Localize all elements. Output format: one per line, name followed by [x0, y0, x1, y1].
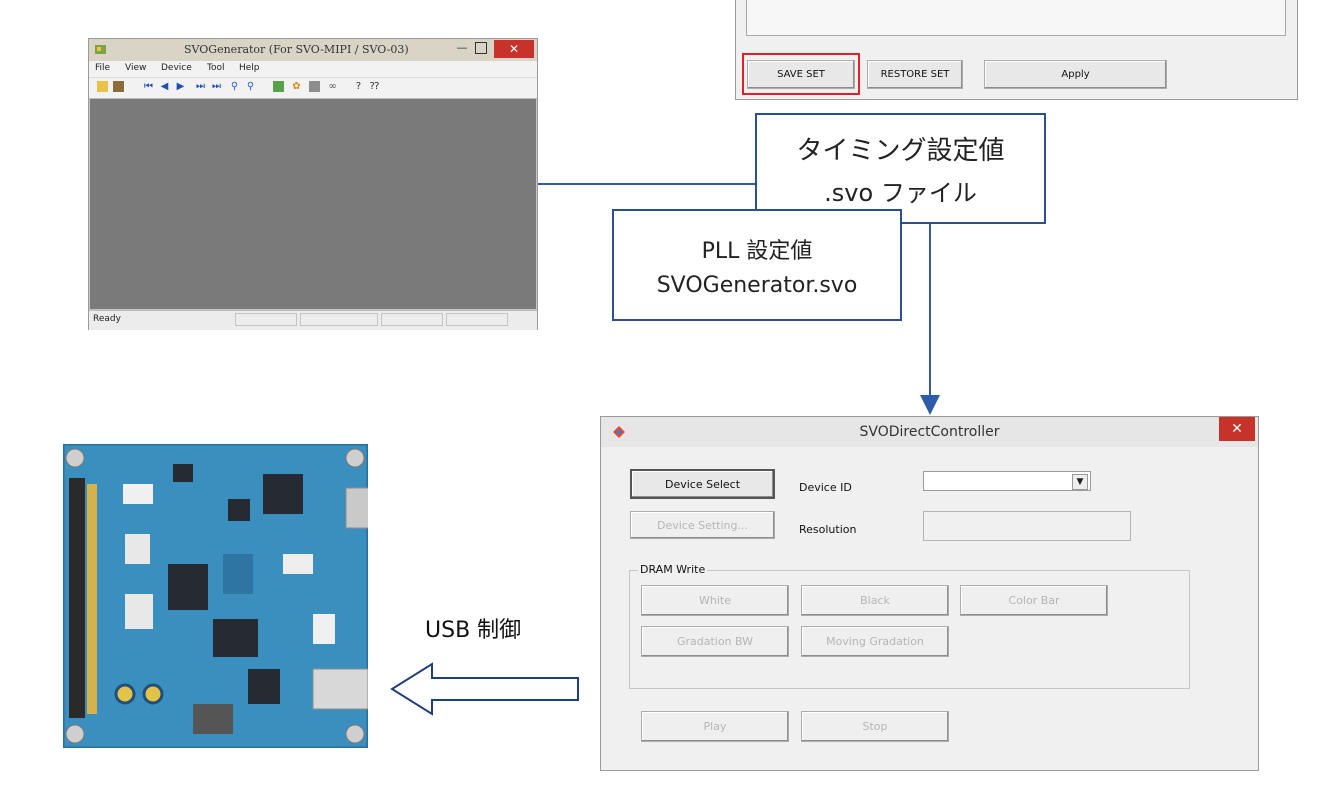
usb-control-arrow	[390, 662, 579, 716]
timing-callout-line2: .svo ファイル	[824, 178, 977, 207]
device-select-button[interactable]: Device Select	[630, 469, 775, 499]
pll-callout-line2: SVOGenerator.svo	[656, 272, 858, 298]
close-button[interactable]: ✕	[494, 40, 534, 58]
app-icon	[613, 426, 625, 438]
device-setting-button[interactable]: Device Setting...	[630, 511, 775, 539]
pll-callout: PLL 設定値 SVOGenerator.svo	[612, 209, 902, 321]
menu-help[interactable]: Help	[239, 63, 260, 73]
status-panel	[381, 313, 443, 326]
resolution-field	[923, 511, 1131, 541]
settings-panel	[746, 0, 1286, 36]
zoom-in-icon[interactable]: ⚲	[230, 81, 239, 92]
status-text: Ready	[93, 314, 121, 324]
timing-callout: タイミング設定値 .svo ファイル	[755, 113, 1046, 224]
svo-settings-window	[735, 0, 1298, 100]
dram-write-group: DRAM Write	[629, 563, 1190, 689]
status-bar: Ready	[89, 310, 537, 330]
status-panel	[300, 313, 378, 326]
link-icon[interactable]: ∞	[328, 81, 337, 92]
svogenerator-window: SVOGenerator (For SVO-MIPI / SVO-03) — ✕…	[88, 38, 538, 330]
settings-icon[interactable]: ✿	[292, 81, 301, 92]
save-set-button[interactable]: SAVE SET	[747, 60, 855, 89]
white-button[interactable]: White	[641, 585, 789, 616]
black-button[interactable]: Black	[801, 585, 949, 616]
color-bar-button[interactable]: Color Bar	[960, 585, 1108, 616]
dram-write-label: DRAM Write	[638, 563, 708, 576]
svo-board-image	[63, 444, 368, 748]
gradation-bw-button[interactable]: Gradation BW	[641, 626, 789, 657]
copy-icon[interactable]	[273, 81, 284, 92]
menu-file[interactable]: File	[95, 63, 111, 73]
stop-button[interactable]: Stop	[801, 711, 949, 742]
play-button[interactable]: Play	[641, 711, 789, 742]
next-icon[interactable]: ⏭	[196, 81, 205, 92]
toolbar: ⏮ ◀ ▶ ⏭ ⏭ ⚲ ⚲ ✿ ∞ ? ⁇	[89, 78, 537, 99]
save-set-highlight	[742, 53, 860, 95]
controller-title-bar[interactable]: SVODirectController ✕	[601, 417, 1258, 447]
play-icon[interactable]: ▶	[176, 81, 185, 92]
svogenerator-title-bar[interactable]: SVOGenerator (For SVO-MIPI / SVO-03) — ✕	[89, 39, 537, 61]
svogenerator-title: SVOGenerator (For SVO-MIPI / SVO-03)	[184, 43, 409, 56]
moving-gradation-button[interactable]: Moving Gradation	[801, 626, 949, 657]
previous-icon[interactable]: ◀	[160, 81, 169, 92]
resolution-label: Resolution	[799, 523, 857, 536]
first-icon[interactable]: ⏮	[144, 81, 153, 92]
save-icon[interactable]	[113, 81, 124, 92]
timing-callout-line1: タイミング設定値	[796, 135, 1005, 166]
menu-tool[interactable]: Tool	[207, 63, 225, 73]
folder-open-icon[interactable]	[97, 81, 108, 92]
device-id-label: Device ID	[799, 481, 852, 494]
menu-bar: File View Device Tool Help	[89, 61, 537, 78]
pll-callout-line1: PLL 設定値	[701, 238, 813, 264]
apply-button[interactable]: Apply	[984, 60, 1167, 89]
controller-title: SVODirectController	[859, 424, 1000, 440]
close-button[interactable]: ✕	[1219, 417, 1255, 441]
device-icon[interactable]	[309, 81, 320, 92]
app-icon	[95, 45, 106, 54]
minimize-button[interactable]: —	[456, 41, 468, 54]
menu-view[interactable]: View	[125, 63, 147, 73]
help-icon[interactable]: ?	[355, 81, 362, 92]
maximize-button[interactable]	[475, 42, 487, 54]
menu-device[interactable]: Device	[161, 63, 192, 73]
document-area	[90, 99, 536, 309]
svodirectcontroller-window: SVODirectController ✕ Device Select Devi…	[600, 416, 1259, 771]
device-id-select[interactable]: ▼	[923, 471, 1091, 491]
status-panel	[235, 313, 297, 326]
context-help-icon[interactable]: ⁇	[369, 81, 380, 92]
chevron-down-icon[interactable]: ▼	[1072, 474, 1088, 490]
status-panel	[446, 313, 508, 326]
zoom-out-icon[interactable]: ⚲	[246, 81, 255, 92]
restore-set-button[interactable]: RESTORE SET	[867, 60, 963, 89]
last-icon[interactable]: ⏭	[212, 81, 221, 92]
usb-control-label: USB 制御	[425, 618, 522, 643]
